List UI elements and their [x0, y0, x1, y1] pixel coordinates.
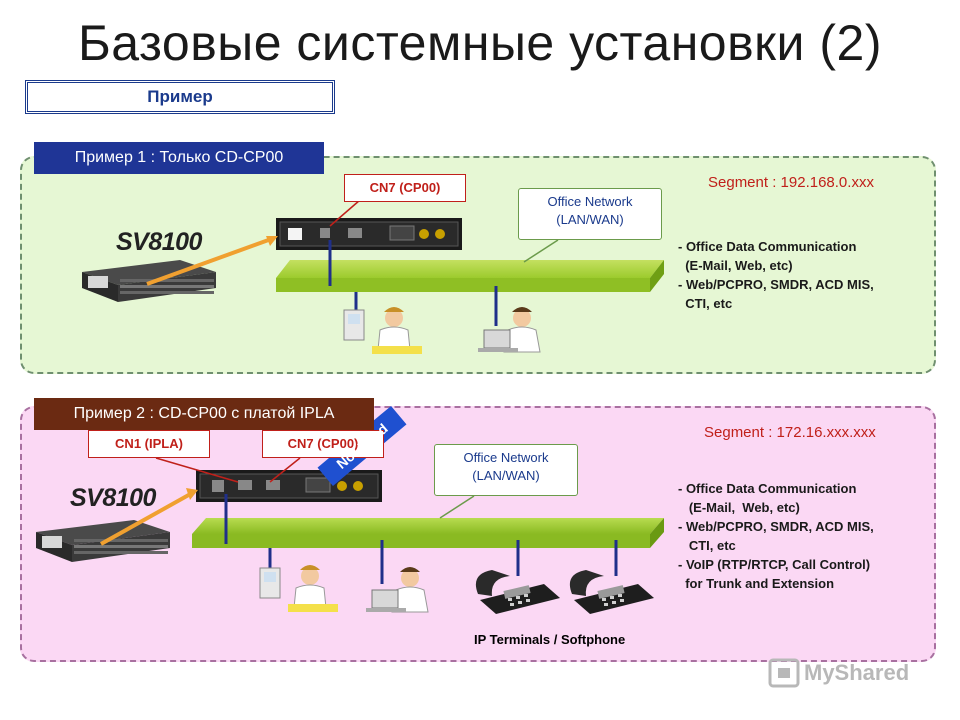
- link-arrow-1: [146, 236, 275, 286]
- link-arrow-head-1: [266, 236, 278, 246]
- info-line: (E-Mail, Web, etc): [678, 500, 800, 515]
- office-callout-pointer-1: [523, 239, 559, 263]
- page-title: Базовые системные установки (2): [77, 15, 882, 71]
- info-line: for Trunk and Extension: [678, 576, 835, 591]
- office-network-label: Office Network: [463, 450, 549, 465]
- ip-phone-icon-2: [569, 570, 654, 614]
- info-line: - Web/PCPRO, SMDR, ACD MIS,: [678, 277, 874, 292]
- worker-with-laptop-icon-1: [478, 307, 541, 353]
- info-line: CTI, etc: [678, 538, 736, 553]
- worker-with-pc-icon-1: [343, 307, 422, 354]
- example2-tab: Пример 2 : CD-CP00 с платой IPLA: [34, 398, 374, 430]
- link-arrow-head-2: [186, 488, 198, 500]
- sv8100-chassis-1: [82, 260, 216, 302]
- example-label: Пример: [25, 80, 335, 114]
- info-line: (E-Mail, Web, etc): [678, 258, 793, 273]
- example1-tab: Пример 1 : Только CD-CP00: [34, 142, 324, 174]
- ip-phone-icon-1: [475, 570, 560, 614]
- info-line: - Web/PCPRO, SMDR, ACD MIS,: [678, 519, 874, 534]
- office-callout-pointer-2: [439, 495, 475, 519]
- watermark-text: MyShared: [804, 660, 910, 685]
- example1-info: - Office Data Communication (E-Mail, Web…: [678, 237, 874, 313]
- lan-bar-1: [276, 260, 664, 292]
- ip-terminals-label: IP Terminals / Softphone: [474, 632, 626, 647]
- example1-segment: Segment : 192.168.0.xxx: [708, 174, 874, 191]
- cn7-callout-1: CN7 (CP00): [344, 174, 466, 202]
- watermark-logo-icon: [768, 658, 800, 688]
- example2-segment: Segment : 172.16.xxx.xxx: [704, 424, 876, 441]
- info-line: - Office Data Communication: [678, 239, 857, 254]
- lan-bar-2: [192, 518, 664, 548]
- link-arrow-2: [100, 490, 195, 546]
- cn1-callout-pointer: [155, 457, 239, 483]
- office-network-label: Office Network: [547, 194, 633, 209]
- cn7-callout-pointer-2: [269, 457, 301, 483]
- sv8100-chassis-2: [36, 520, 170, 562]
- cn7-callout-pointer-1: [329, 199, 361, 227]
- info-line: CTI, etc: [678, 296, 733, 311]
- office-network-sublabel: (LAN/WAN): [472, 468, 540, 483]
- cp00-card-1: [276, 218, 462, 250]
- cn7-callout-2: CN7 (CP00): [262, 430, 384, 458]
- system-name-2: SV8100: [70, 484, 156, 512]
- info-line: - Office Data Communication: [678, 481, 857, 496]
- info-line: - VoIP (RTP/RTCP, Call Control): [678, 557, 871, 572]
- example2-info: - Office Data Communication (E-Mail, Web…: [678, 479, 874, 593]
- system-name-1: SV8100: [116, 228, 202, 256]
- cp00-card-2: [196, 470, 382, 502]
- worker-with-laptop-icon-2: [366, 567, 429, 613]
- office-network-callout-2: Office Network (LAN/WAN): [434, 444, 578, 496]
- cn1-callout: CN1 (IPLA): [88, 430, 210, 458]
- office-network-sublabel: (LAN/WAN): [556, 212, 624, 227]
- office-network-callout-1: Office Network (LAN/WAN): [518, 188, 662, 240]
- worker-with-pc-icon-2: [259, 565, 338, 612]
